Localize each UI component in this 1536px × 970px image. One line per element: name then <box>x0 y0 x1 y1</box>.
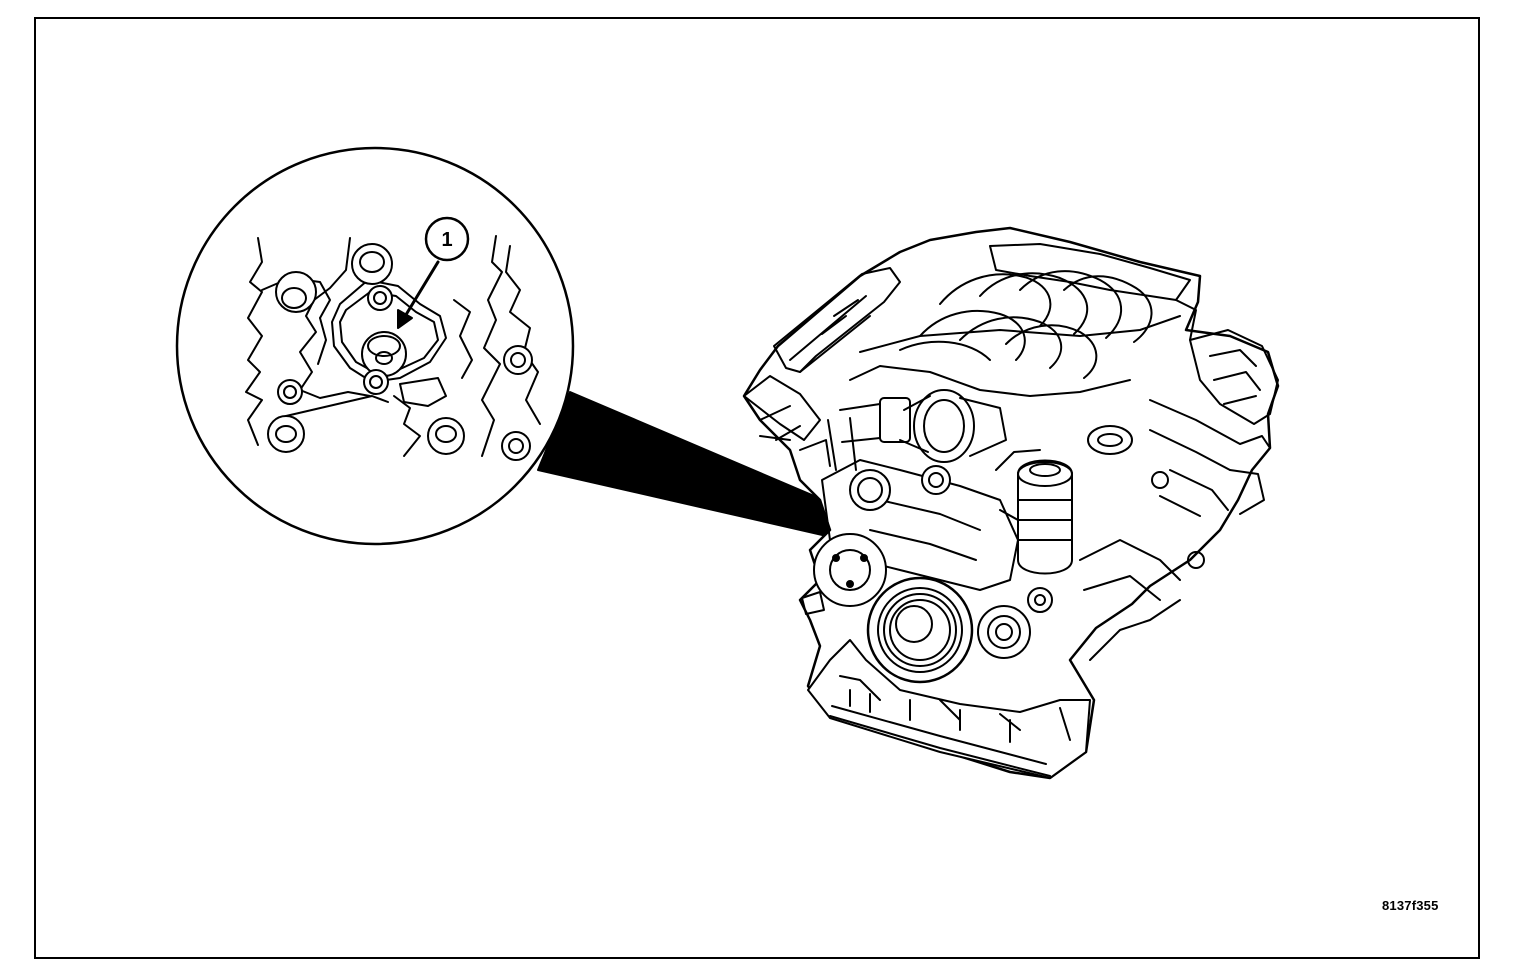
left-valve-cover <box>773 267 901 373</box>
right-valve-cover <box>1189 329 1279 425</box>
figure-id: 8137f355 <box>1382 898 1439 913</box>
oil-filter-housing <box>995 449 1073 575</box>
throttle-body <box>827 389 1007 471</box>
detail-view <box>175 146 575 546</box>
callout-balloon <box>424 216 470 262</box>
engine-assembly <box>742 226 1280 780</box>
detail-linework <box>245 235 541 461</box>
idler-pulley <box>977 605 1031 659</box>
crankshaft-damper <box>866 576 974 684</box>
oil-filler-cap <box>1087 425 1133 455</box>
diagram-border <box>34 17 1480 959</box>
intake-manifold <box>849 243 1191 397</box>
water-pump-pulley <box>801 533 887 615</box>
oil-pan <box>807 639 1091 779</box>
callout-arrow <box>397 260 440 329</box>
callout-number: 1 <box>441 229 452 251</box>
